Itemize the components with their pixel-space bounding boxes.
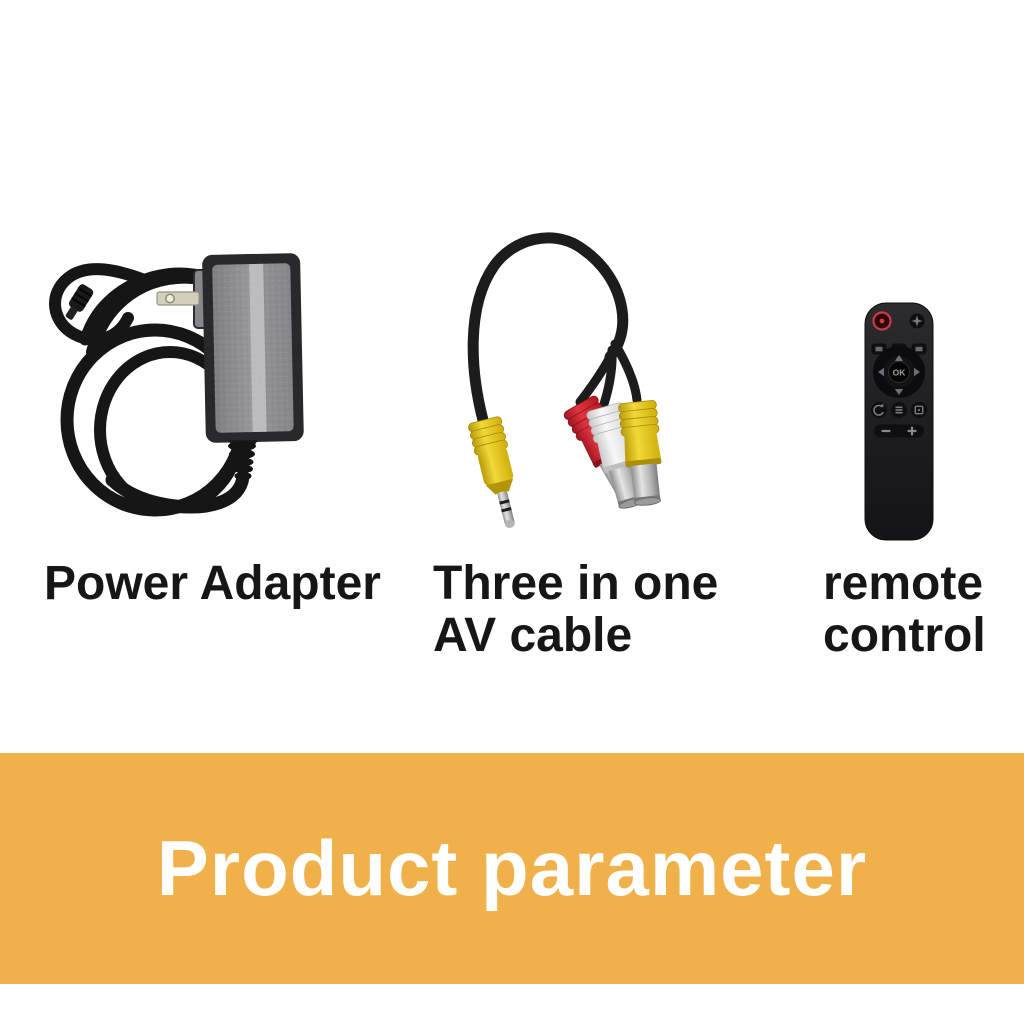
dpad: OK <box>873 346 925 398</box>
power-adapter-photo <box>49 253 304 517</box>
banner-title: Product parameter <box>156 824 868 912</box>
dc-plug-tip <box>65 284 94 320</box>
volume-rocker <box>874 424 924 438</box>
screen-icon <box>875 346 883 352</box>
volume-plus-icon <box>907 426 917 436</box>
caption-line: Power Adapter <box>44 557 381 610</box>
power-icon <box>879 318 885 324</box>
app-box-icon <box>914 405 924 415</box>
caption-line: control <box>823 609 986 662</box>
av-cable-wires <box>467 232 642 430</box>
arrow-down-icon <box>894 389 904 395</box>
product-parameter-banner: Product parameter <box>0 753 1024 984</box>
arrow-left-icon <box>878 367 884 377</box>
av-cable-photo <box>467 232 662 528</box>
adapter-strain-relief <box>228 440 258 480</box>
ok-button-label: OK <box>893 367 907 377</box>
caption-line: Three in one <box>433 557 719 610</box>
remote-body <box>864 302 934 541</box>
ok-button <box>888 361 910 383</box>
arrow-right-icon <box>914 367 920 377</box>
star-icon <box>911 315 923 327</box>
arrow-up-icon <box>894 355 904 361</box>
adapter-body <box>202 253 304 443</box>
caption-line: AV cable <box>433 609 633 662</box>
audio-jack-3-5mm <box>468 416 515 528</box>
power-adapter-caption: Power Adapter <box>44 558 381 610</box>
remote-control-photo: OK <box>864 302 934 541</box>
menu-icon <box>895 406 903 414</box>
volume-minus-icon <box>881 429 891 433</box>
screen-icon <box>915 346 923 352</box>
av-cable-caption: Three in one AV cable <box>433 558 718 662</box>
function-buttons-row <box>871 402 927 418</box>
remote-control-caption: remote control <box>823 558 986 662</box>
settings-button <box>909 313 925 329</box>
adapter-prong <box>156 291 200 306</box>
power-button <box>872 311 892 331</box>
caption-line: remote <box>823 557 984 610</box>
rca-connector-yellow <box>618 400 662 506</box>
back-icon <box>873 403 885 416</box>
